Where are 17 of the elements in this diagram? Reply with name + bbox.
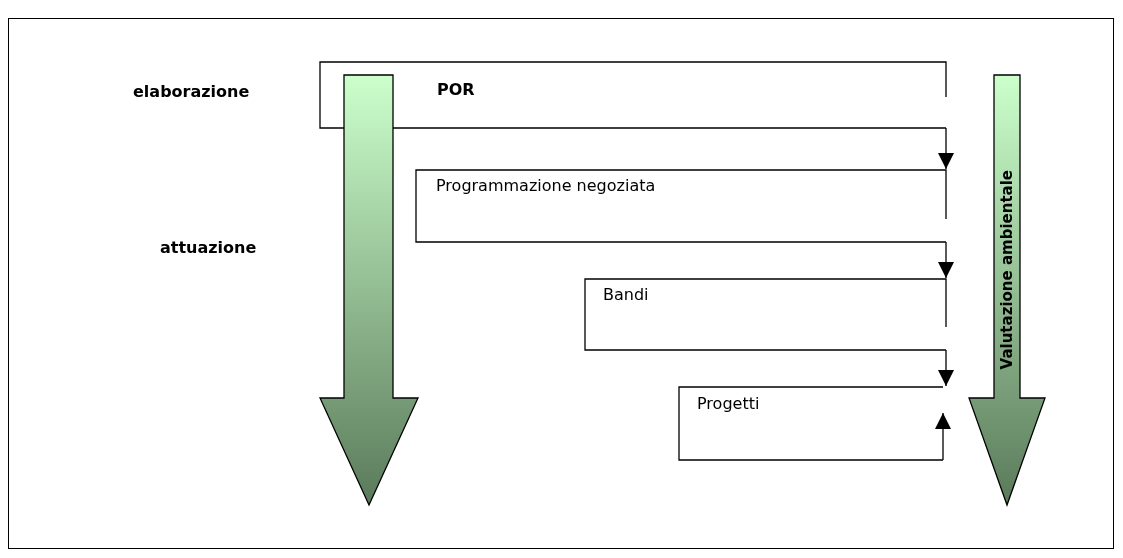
- block-arrow: [320, 75, 418, 505]
- box-label: Bandi: [603, 285, 649, 304]
- phase-label: elaborazione: [133, 82, 250, 101]
- process-box: [679, 387, 943, 460]
- block-arrow: [969, 75, 1045, 505]
- box-label: Programmazione negoziata: [436, 176, 656, 195]
- arrow: [938, 241, 954, 279]
- arrow: [938, 349, 954, 387]
- arrow: [935, 412, 951, 461]
- arrow: [938, 127, 954, 170]
- process-box: [416, 170, 946, 242]
- phase-label: attuazione: [160, 238, 257, 257]
- vertical-label: Valutazione ambientale: [997, 170, 1017, 370]
- process-box: [320, 62, 946, 128]
- box-label: Progetti: [697, 394, 760, 413]
- box-label: POR: [437, 80, 475, 99]
- process-box: [585, 279, 946, 350]
